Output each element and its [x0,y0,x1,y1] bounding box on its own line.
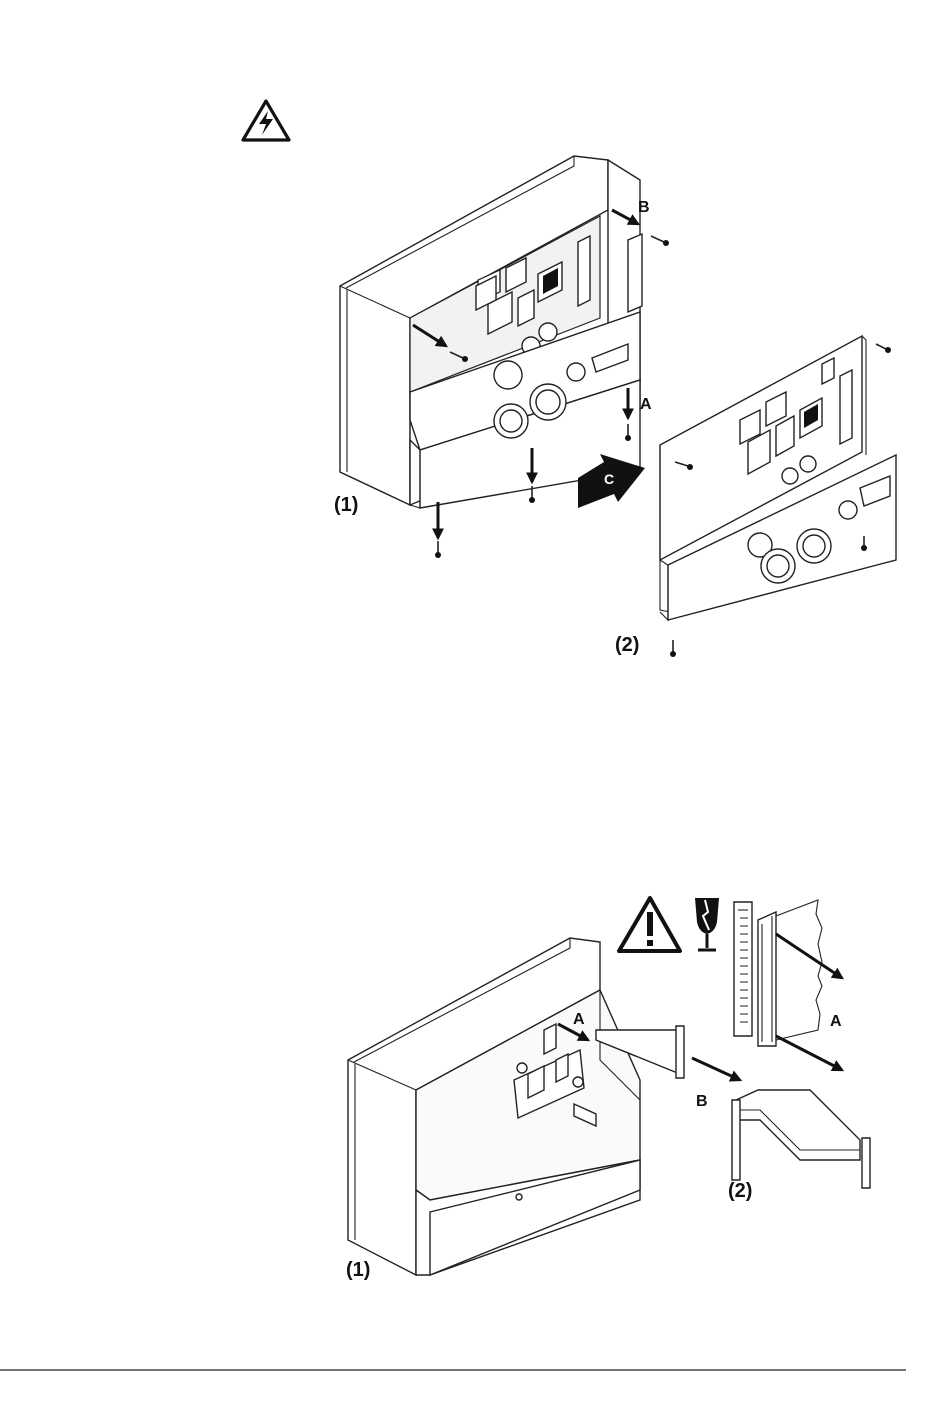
caution-icon [619,898,680,951]
label-assembly-1: (1) [334,494,358,516]
label-a-detail: A [830,1013,842,1030]
electric-hazard-icon [243,101,289,140]
housing-assembly-2 [348,938,684,1275]
connector-detail [734,900,842,1070]
label-assembly-1: (1) [346,1259,370,1281]
board-assembly-2 [660,336,896,620]
figure-1-board-removal: B A C (1) (2) [243,101,896,657]
label-b: B [638,199,650,216]
label-c: C [604,471,614,487]
ribbon-cable-2 [732,1090,870,1188]
arrow-b [692,1058,740,1080]
label-cable-2: (2) [728,1180,752,1202]
arrow-a-detail-bottom [776,1036,842,1070]
label-a: A [640,396,652,413]
arrow-a-detail-top [776,934,842,978]
label-board-2: (2) [615,634,639,656]
housing-assembly-1 [340,156,642,508]
fragile-glass-icon [695,898,719,950]
figure-2-cable-removal: A A B (2) (1) [346,898,870,1281]
label-b: B [696,1093,708,1110]
label-a-main: A [573,1011,585,1028]
